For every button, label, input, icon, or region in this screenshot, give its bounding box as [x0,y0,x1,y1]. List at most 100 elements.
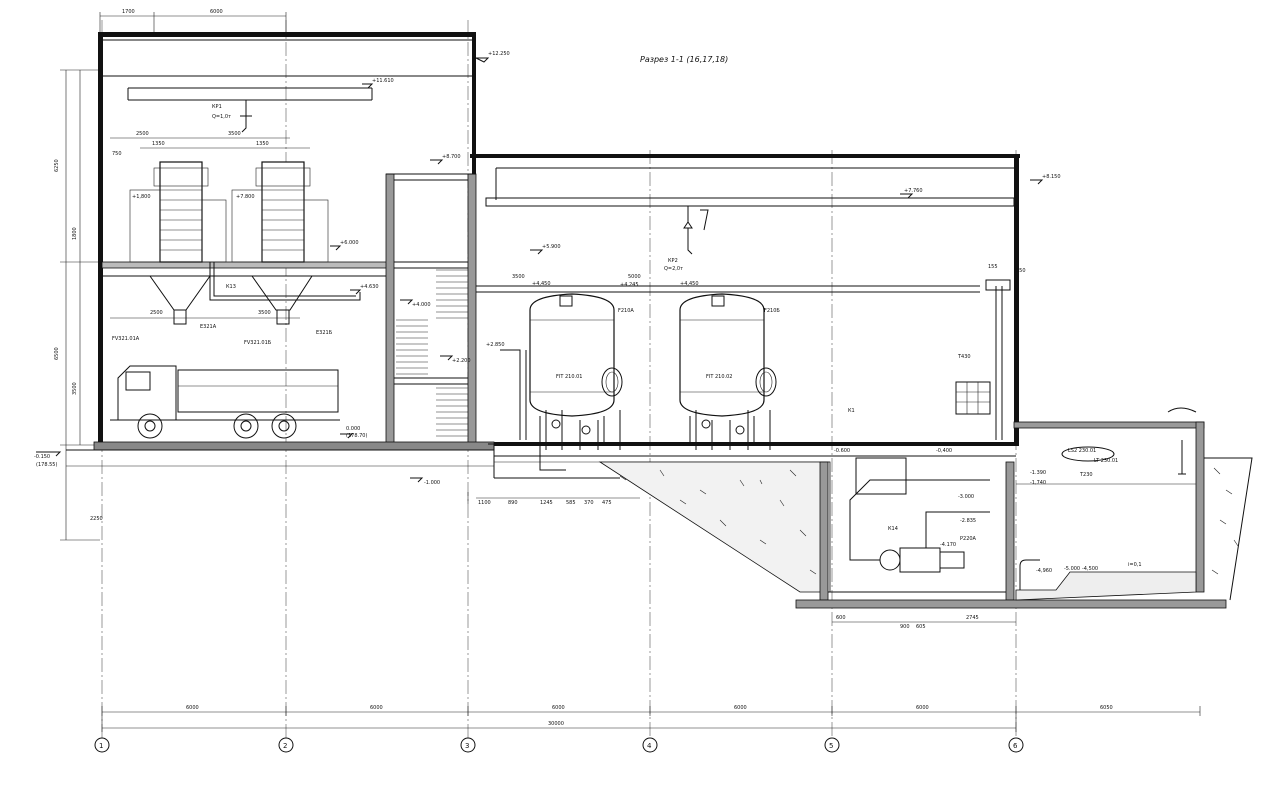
dim-text: 6000 [734,705,747,711]
filter-piping: +2.850 [486,342,771,471]
dim-text: 3500 [228,131,241,137]
level-text: (178.70) [346,433,367,439]
pump-chamber: Р220А К1 К14 -3.000 -2.835 -4.170 -0.600… [795,408,1227,630]
dim-text: 6000 [916,705,929,711]
header-pipe: 3500 5000 +4,450 +4,450 +4.245 [476,274,980,293]
reservoir-t230: LS2 230.01 LT 230.01 Т230 -1.390 -1,740 … [1013,407,1253,601]
tank-b-label: Е321Б [316,330,333,336]
dim-text: 5000 [628,274,641,280]
dim-text: 900 [900,624,910,630]
axis-label: 5 [829,742,833,750]
dim-text: 6250 [54,159,60,172]
level-text: +4.630 [360,284,379,290]
dim-text: 370 [584,500,594,506]
level-text: -4,960 [1036,568,1052,574]
axis-markers: 1 2 3 4 5 6 [94,737,1024,753]
level-text: +8.150 [1042,174,1061,180]
dim-text: 2745 [966,615,979,621]
level-text: +1,800 [132,194,151,200]
foundation-slab [66,441,1019,479]
level-text: -1,740 [1030,480,1046,486]
dim-text: 2500 [136,131,149,137]
dim-text: 6000 [370,705,383,711]
level-text: +4.000 [412,302,431,308]
pipe-tag: К13 [226,284,236,290]
dim-text: 6500 [54,347,60,360]
dim-text: 6000 [552,705,565,711]
level-text: +7.800 [236,194,255,200]
dim-text: 1800 [72,227,78,240]
dim-text: 750 [112,151,122,157]
dim-text: 1245 [540,500,553,506]
dim-text: 1350 [152,141,165,147]
pump-label: Р220А [960,536,977,542]
dim-text: 6000 [186,705,199,711]
filter-b-label: F210Б [764,308,780,314]
crane1-capacity: Q=1,0т [212,114,231,120]
level-text: +4,450 [680,281,699,287]
level-switch-label: LS2 230.01 [1068,448,1096,454]
crane2-capacity: Q=2,0т [664,266,683,272]
dim-text: 605 [916,624,926,630]
dehydrator-unit-b: Е321Б FV321.01Б [231,161,333,346]
annotation-dims: 1100 890 1245 585 370 475 [467,492,640,506]
dim-text: 30000 [548,721,564,727]
dim-text: 585 [566,500,576,506]
excavation-fill [598,461,831,593]
slope-text: i=0,1 [1128,562,1142,568]
dim-text: 3500 [258,310,271,316]
container-t430: Т430 [955,354,991,415]
axis-label: 3 [465,742,469,750]
tank-a-label: Е321А [200,324,217,330]
level-text: +12.250 [488,51,510,57]
level-text: -4.170 [940,542,956,548]
level-text: -1.000 [424,480,440,486]
level-text: -3.000 [958,494,974,500]
bottom-dimension-chain: 6000 6000 6000 6000 6000 6050 30000 [101,705,1201,732]
level-text: +6.000 [340,240,359,246]
axis-label: 4 [647,742,652,750]
dim-text: 3500 [512,274,525,280]
level-text: +11.610 [372,78,394,84]
level-text: -0.150 [34,454,50,460]
left-dimension-chain: 6250 6500 2250 1800 3500 [54,69,103,541]
level-text: (178.55) [36,462,57,468]
crane1-label: КР1 [212,104,222,110]
level-text: +5.900 [542,244,561,250]
drawing-title: Разрез 1-1 (16,17,18) [640,55,728,64]
axis-label: 1 [99,742,103,750]
level-text: -4,500 [1082,566,1098,572]
flow-tag: FIT 210.02 [706,374,733,380]
stair-shaft: +8.700 +4.000 +2.200 [385,154,477,445]
dim-text: 155 [988,264,998,270]
level-text: +2.850 [486,342,505,348]
dehydrator-pipe: К13 [209,262,361,301]
building-right-hall: +7.760 +8.150 КР2 Q=2,0т +5.900 [470,154,1061,444]
dehydrator-unit-a: Е321А FV321.01А [112,161,227,342]
dim-text: 600 [836,615,846,621]
level-text: -2.835 [960,518,976,524]
dim-text: 1350 [256,141,269,147]
container-label: Т430 [957,354,971,360]
level-text: -0.600 [834,448,850,454]
crane2-label: КР2 [668,258,678,264]
pipe-tag: К14 [888,526,898,532]
level-text: -1.390 [1030,470,1046,476]
level-text: +2.200 [452,358,471,364]
dim-text: 1700 [122,9,135,15]
level-text: +7.760 [904,188,923,194]
level-transmitter-label: LT 230.01 [1094,458,1118,464]
top-dimension-chain: 1700 6000 [99,9,287,36]
dehydrator-dims: 2500 3500 1350 1350 750 2500 3500 +1,800… [110,131,310,319]
flow-tag: FIT 210.01 [556,374,583,380]
truck [110,365,340,439]
pipe-tag: К1 [848,408,855,414]
dim-text: 2500 [150,310,163,316]
level-text: +8.700 [442,154,461,160]
floor-level-markers: 0.000 (178.70) -0.150 (178.55) -1.000 [34,426,440,486]
level-text: -0,400 [936,448,952,454]
level-text: -5.000 [1064,566,1080,572]
level-markers-left: +12.250 +11.610 +6.000 +4.630 [330,51,510,295]
level-text: +4.245 [620,282,639,288]
